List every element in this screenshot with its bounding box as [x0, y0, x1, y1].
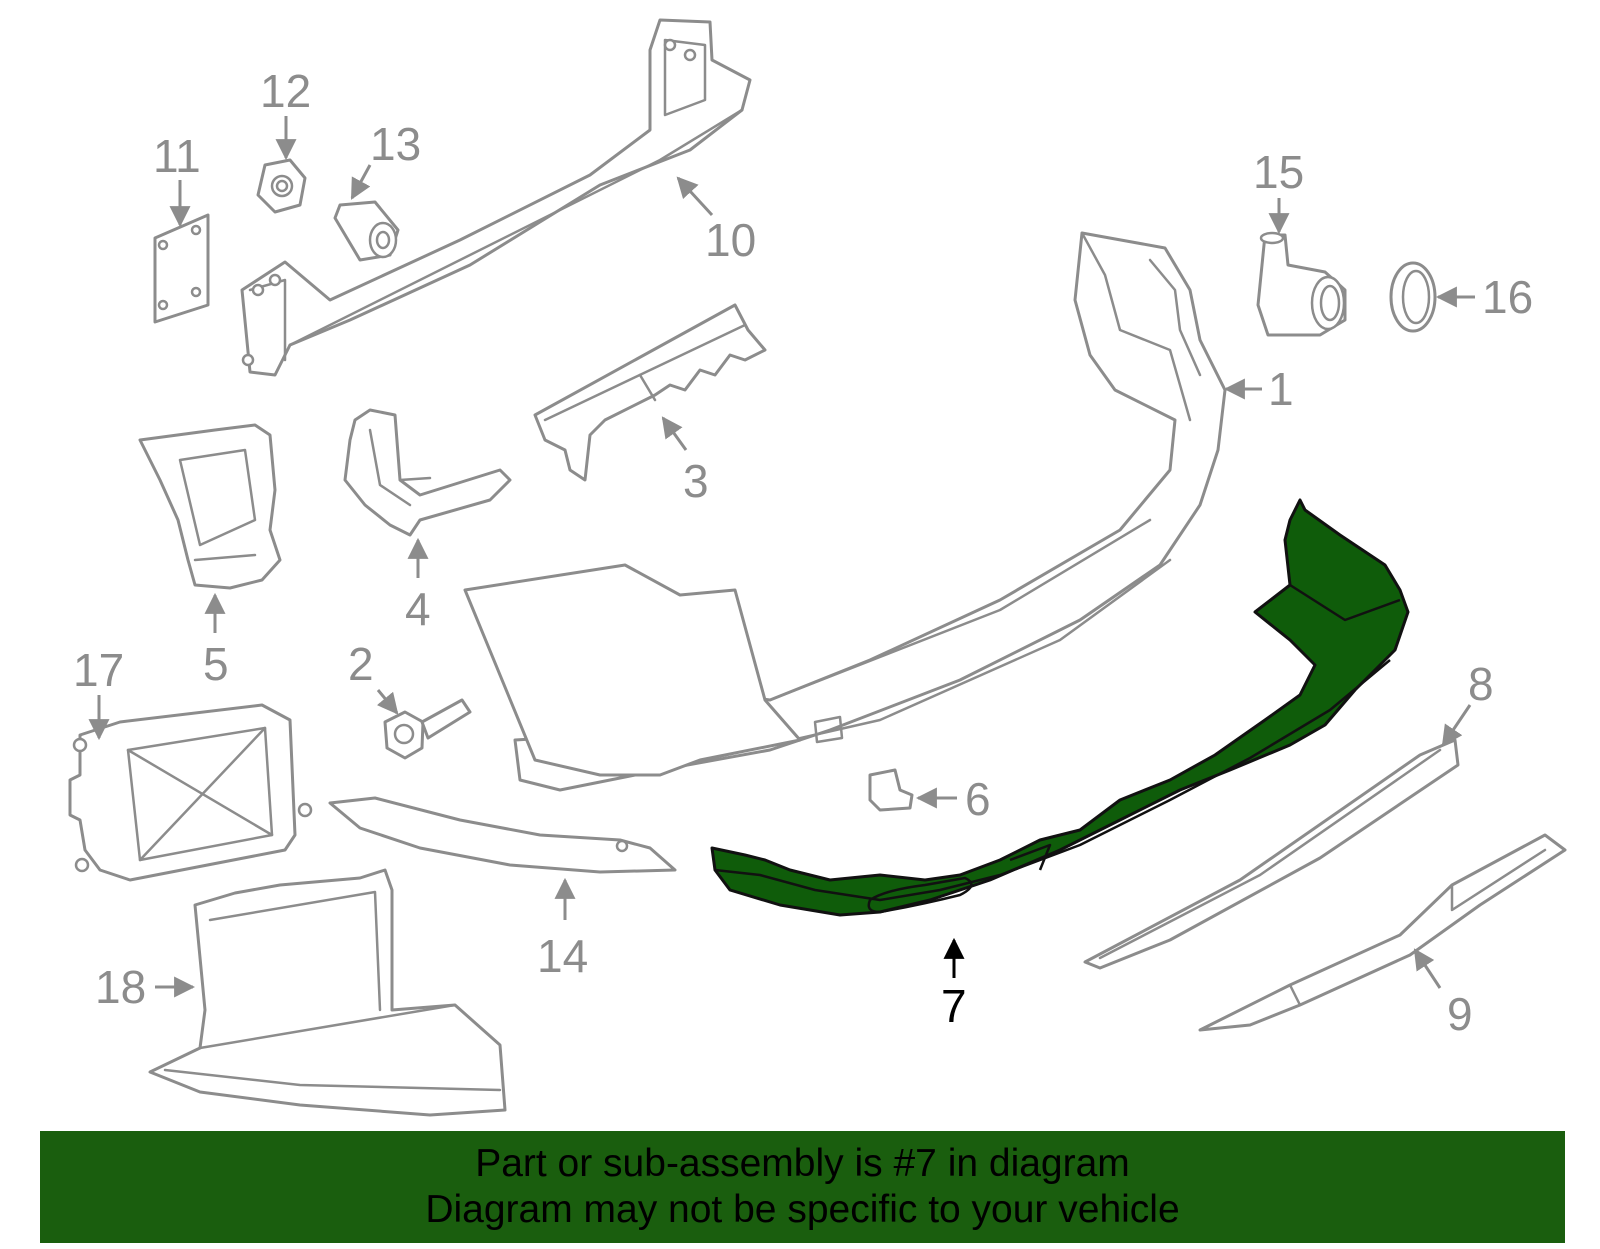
- callout-number: 1: [1268, 363, 1294, 415]
- callout-number: 11: [153, 130, 201, 182]
- part-15-sensor[interactable]: [1256, 231, 1347, 337]
- part-2-bolt[interactable]: [383, 698, 472, 760]
- callout-1: 1: [1223, 363, 1294, 415]
- callout-number: 6: [965, 773, 991, 825]
- banner-line-disclaimer: Diagram may not be specific to your vehi…: [425, 1188, 1180, 1231]
- callout-number: 18: [95, 961, 146, 1013]
- part-4-bracket[interactable]: [343, 408, 512, 537]
- callout-9: 9: [1413, 948, 1473, 1040]
- callout-11: 11: [153, 130, 201, 228]
- callout-15: 15: [1253, 146, 1304, 235]
- part-12-nut[interactable]: [256, 158, 307, 214]
- callout-number: 12: [260, 65, 311, 117]
- part-5-bracket[interactable]: [138, 423, 282, 590]
- callout-number: 2: [348, 638, 374, 690]
- callout-number: 9: [1447, 988, 1473, 1040]
- part-13-clip[interactable]: [333, 200, 400, 262]
- part-18-bracket-frame[interactable]: [148, 868, 507, 1117]
- callout-number: 10: [705, 214, 756, 266]
- splash-panel[interactable]: [463, 563, 802, 777]
- info-banner: Part or sub-assembly is #7 in diagram Di…: [40, 1131, 1565, 1243]
- callout-number: 4: [405, 583, 431, 635]
- part-3-bracket[interactable]: [533, 303, 767, 482]
- callout-number: 15: [1253, 146, 1304, 198]
- callout-17: 17: [73, 644, 124, 741]
- callout-number: 16: [1482, 271, 1533, 323]
- callout-5: 5: [203, 592, 229, 690]
- part-16-grommet[interactable]: [1389, 261, 1437, 333]
- callout-number: 3: [683, 455, 709, 507]
- callout-number: 13: [370, 118, 421, 170]
- callout-7: 7: [941, 937, 967, 1032]
- callout-number: 17: [73, 644, 124, 696]
- callout-4: 4: [405, 537, 431, 635]
- callout-16: 16: [1435, 271, 1533, 323]
- part-6-clip[interactable]: [868, 768, 914, 812]
- callout-13: 13: [350, 118, 421, 200]
- callout-8: 8: [1441, 658, 1494, 747]
- callout-number: 14: [537, 930, 588, 982]
- callout-number: 8: [1468, 658, 1494, 710]
- callout-12: 12: [260, 65, 311, 161]
- part-7-bumper-lower-highlighted[interactable]: [710, 498, 1410, 917]
- callout-6: 6: [915, 773, 991, 825]
- part-11-plate[interactable]: [153, 213, 210, 324]
- callout-2: 2: [348, 638, 399, 715]
- callout-10: 10: [676, 176, 756, 266]
- part-8-molding[interactable]: [1083, 738, 1460, 970]
- callout-18: 18: [95, 961, 196, 1013]
- callout-number-highlighted: 7: [941, 980, 967, 1032]
- part-9-strip[interactable]: [1198, 833, 1567, 1032]
- callout-number: 5: [203, 638, 229, 690]
- part-1-bumper-cover[interactable]: [513, 231, 1227, 792]
- banner-line-part-info: Part or sub-assembly is #7 in diagram: [475, 1142, 1130, 1185]
- part-14-trim-strip[interactable]: [328, 796, 677, 874]
- part-17-radar-module[interactable]: [68, 703, 313, 882]
- callout-14: 14: [537, 877, 588, 982]
- callout-3: 3: [661, 416, 709, 507]
- part-10-reinforcement-bar[interactable]: [240, 18, 752, 377]
